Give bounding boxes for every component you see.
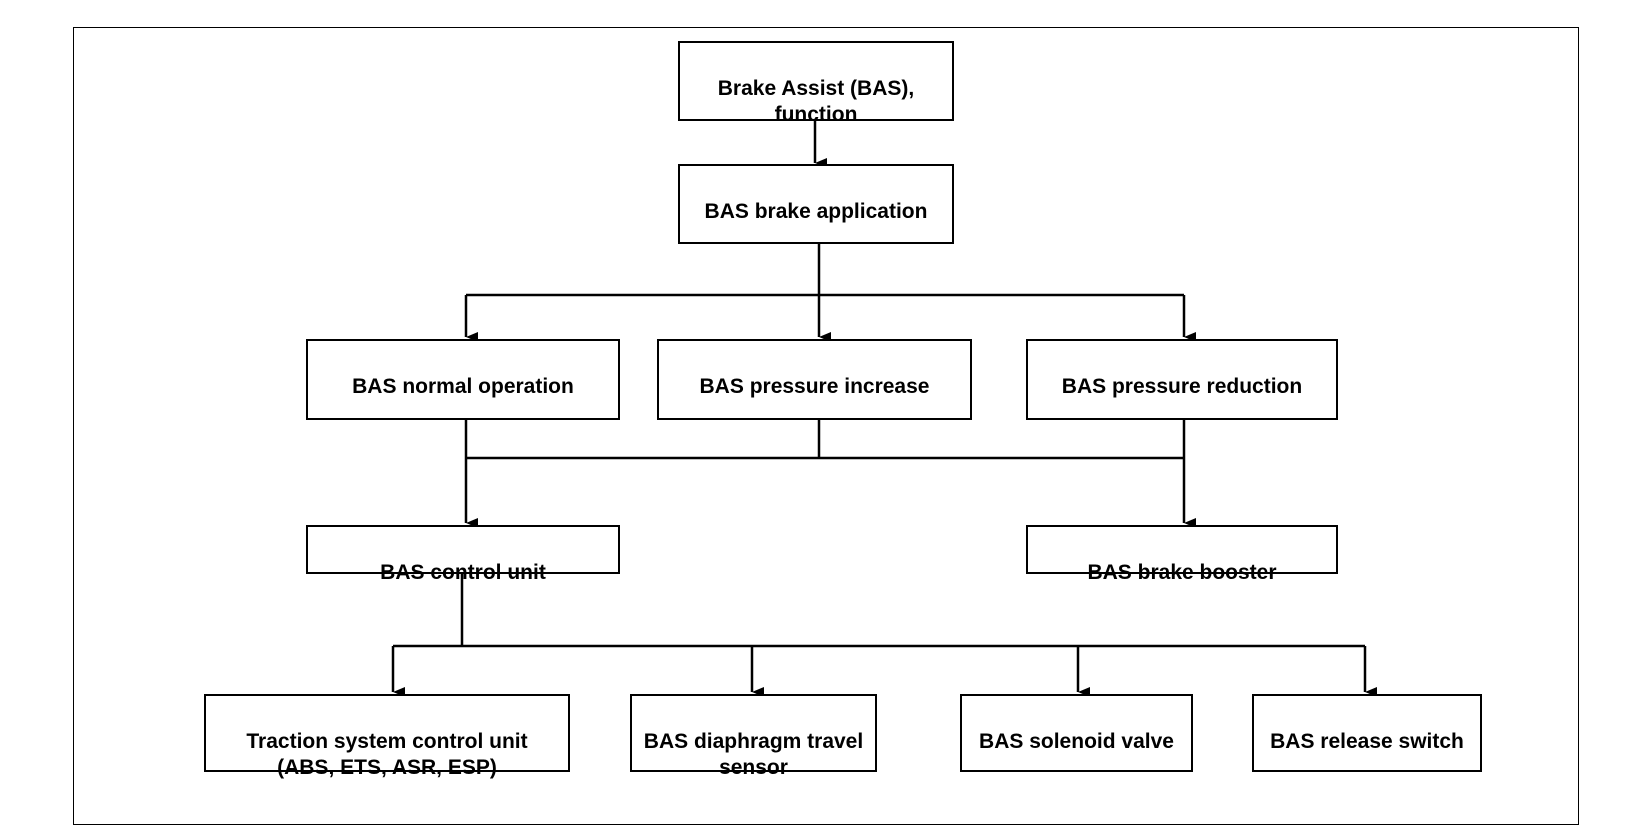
node-bas-function: Brake Assist (BAS), function — [678, 41, 954, 126]
node-bas-function-label: Brake Assist (BAS), function — [717, 77, 915, 126]
node-bas-pressure-increase-label: BAS pressure increase — [699, 375, 930, 398]
node-bas-pressure-reduction-label: BAS pressure reduction — [1061, 375, 1303, 398]
node-bas-solenoid-valve: BAS solenoid valve — [960, 694, 1193, 772]
node-bas-solenoid-valve-label: BAS solenoid valve — [979, 730, 1174, 753]
node-bas-brake-application: BAS brake application — [678, 164, 954, 244]
node-bas-brake-booster: BAS brake booster — [1026, 525, 1338, 584]
node-bas-diaphragm-travel-sensor: BAS diaphragm travel sensor — [630, 694, 877, 779]
node-bas-pressure-increase: BAS pressure increase — [657, 339, 972, 420]
node-bas-normal-operation: BAS normal operation — [306, 339, 620, 420]
node-bas-release-switch: BAS release switch — [1252, 694, 1482, 772]
node-bas-control-unit-label: BAS control unit — [380, 561, 546, 584]
node-bas-brake-booster-label: BAS brake booster — [1087, 561, 1277, 584]
node-traction-system-control-unit: Traction system control unit (ABS, ETS, … — [204, 694, 570, 779]
node-bas-normal-operation-label: BAS normal operation — [352, 375, 574, 398]
node-bas-diaphragm-travel-sensor-label: BAS diaphragm travel sensor — [643, 730, 864, 779]
node-bas-brake-application-label: BAS brake application — [704, 200, 928, 223]
node-bas-pressure-reduction: BAS pressure reduction — [1026, 339, 1338, 420]
node-bas-control-unit: BAS control unit — [306, 525, 620, 584]
node-bas-release-switch-label: BAS release switch — [1270, 730, 1464, 753]
node-traction-system-control-unit-label: Traction system control unit (ABS, ETS, … — [246, 730, 528, 779]
